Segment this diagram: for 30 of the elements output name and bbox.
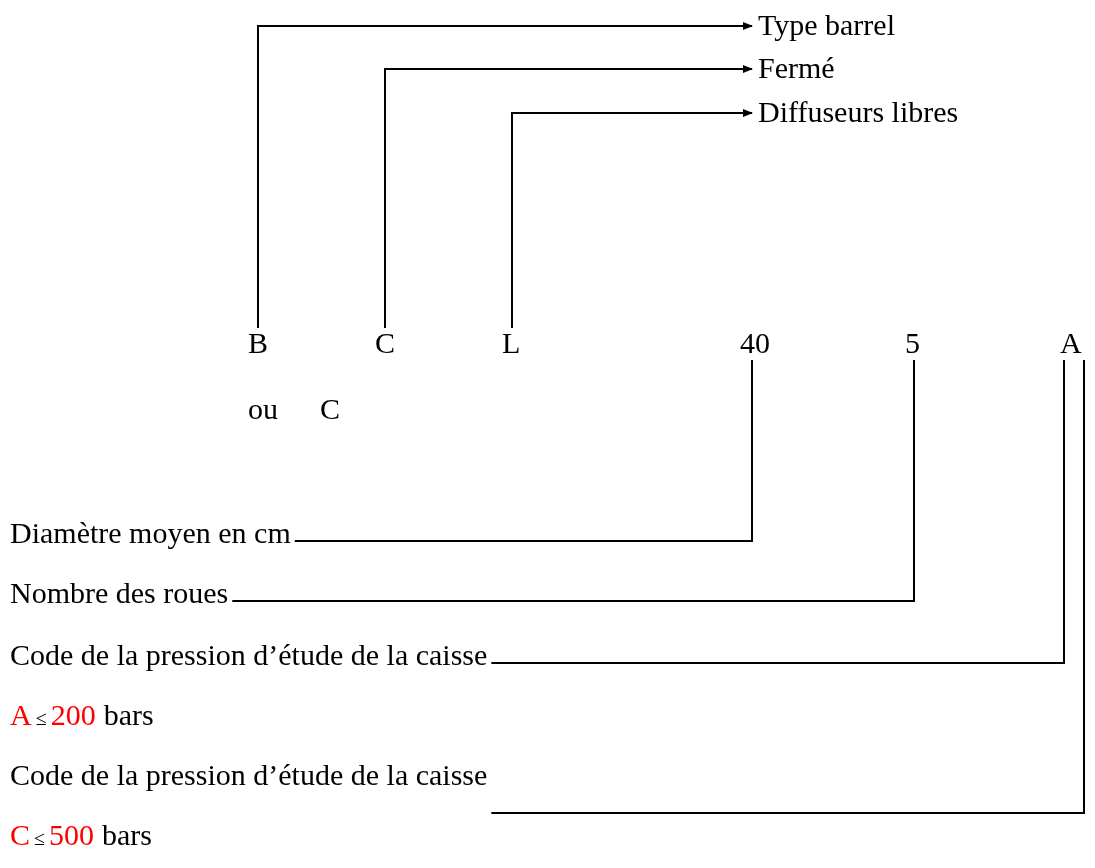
condition-text: C — [10, 818, 30, 852]
arrow — [384, 65, 753, 329]
alternative-text: C — [320, 392, 340, 426]
condition-text: A — [10, 698, 32, 732]
annotation-text: Code de la pression d’étude de la caisse — [10, 638, 488, 672]
arrow — [511, 109, 753, 329]
condition-text: 200 — [50, 698, 96, 732]
code-character: 40 — [740, 326, 770, 360]
annotation-text: Fermé — [758, 51, 835, 85]
annotation-text: Code de la pression d’étude de la caisse — [10, 758, 488, 792]
annotation-text: Nombre des roues — [10, 576, 229, 610]
annotation-text: Diffuseurs libres — [758, 95, 959, 129]
annotation-text: Type barrel — [758, 8, 895, 42]
condition-text: bars — [103, 698, 154, 732]
leader-line — [490, 359, 1065, 664]
arrow — [257, 22, 753, 329]
code-character: 5 — [905, 326, 920, 360]
condition-text: 500 — [49, 818, 94, 852]
code-character: B — [248, 326, 268, 360]
leader-line — [490, 359, 1085, 814]
code-character: C — [375, 326, 395, 360]
leader-line — [231, 359, 915, 602]
less-equal-sign: ≤ — [34, 826, 45, 851]
code-character: A — [1060, 326, 1082, 360]
less-equal-sign: ≤ — [35, 706, 47, 731]
condition-text: bars — [102, 818, 152, 852]
code-character: L — [502, 326, 521, 360]
leader-line — [293, 359, 753, 542]
annotation-text: Diamètre moyen en cm — [10, 516, 291, 550]
alternative-text: ou — [248, 392, 278, 426]
